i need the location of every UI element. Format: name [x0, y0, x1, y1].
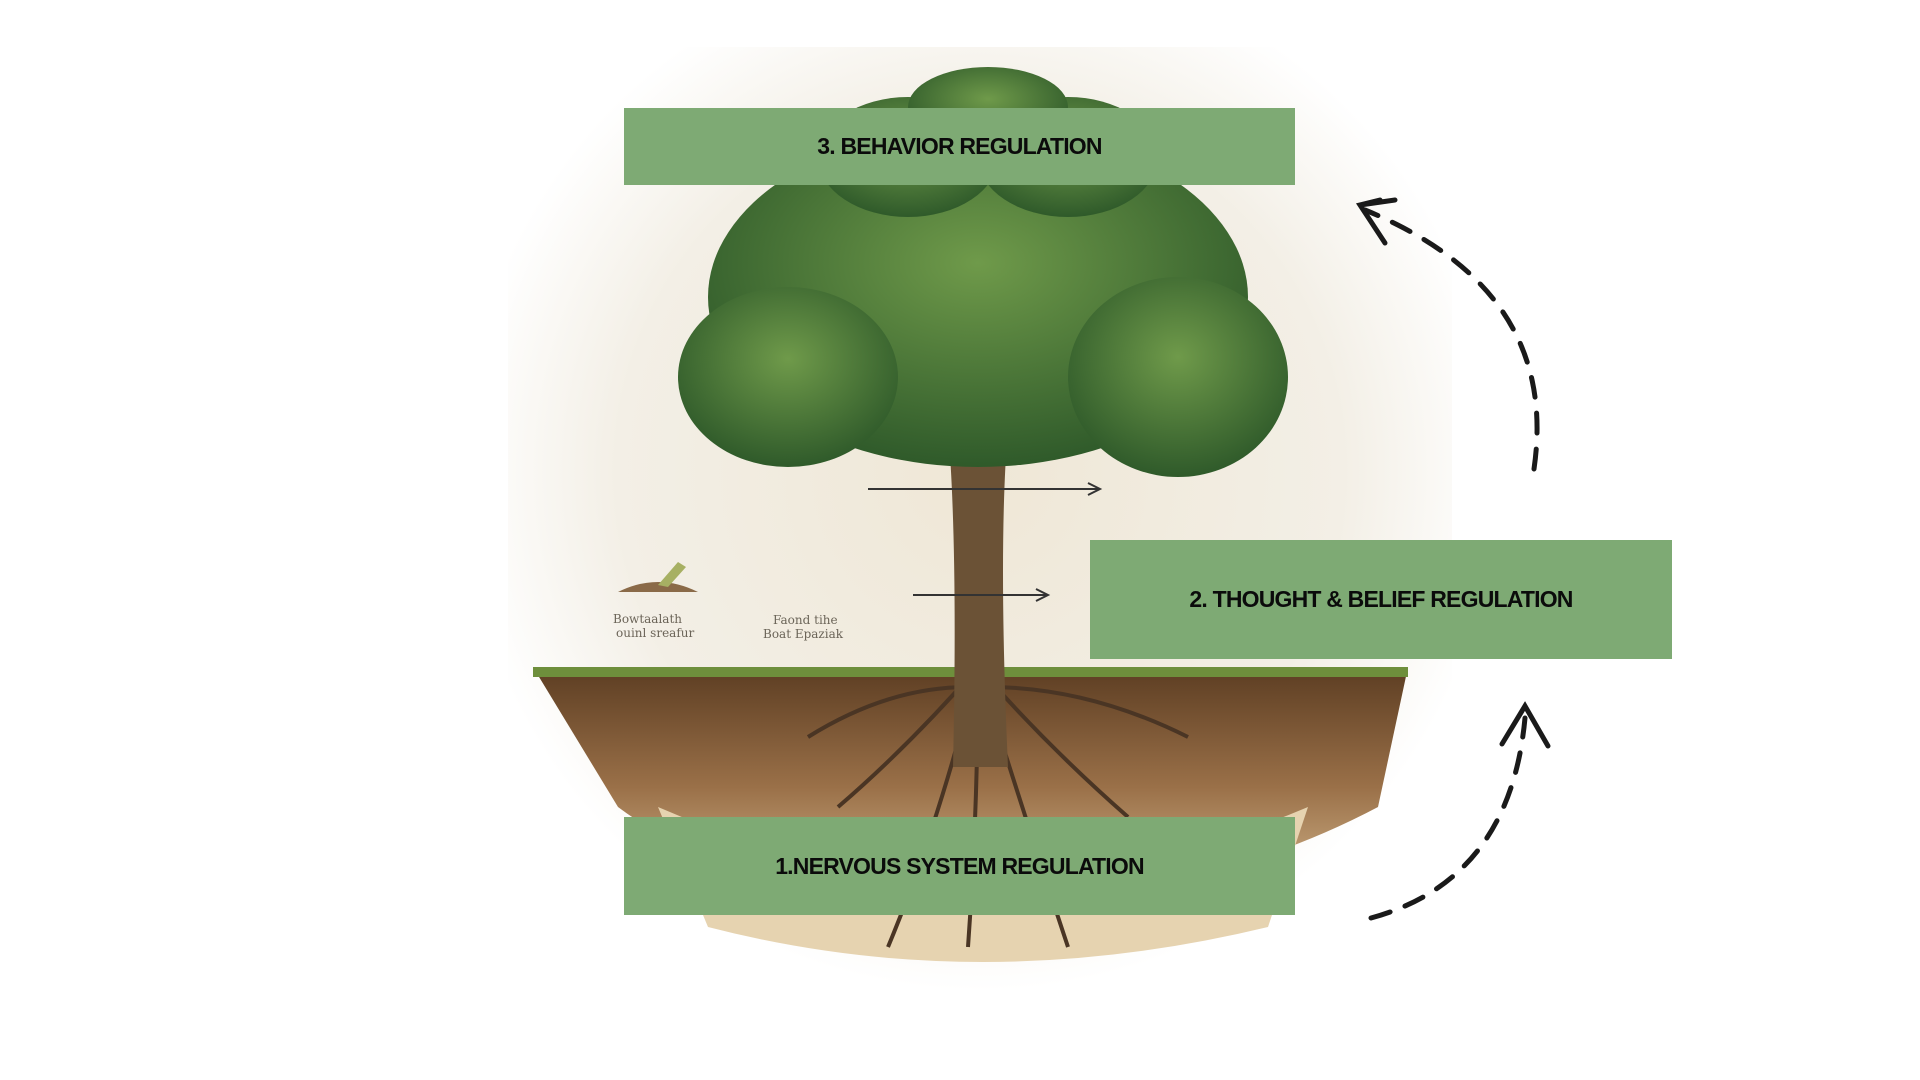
illustration-captions: Bowtaalath ouinl sreafur Faond tihe Boat…: [613, 612, 844, 641]
dashed-arrow-2-to-3: [1362, 207, 1540, 472]
canopy: [678, 67, 1288, 477]
arrowhead-bottom-icon: [1499, 701, 1551, 749]
illustration-arrows: [868, 482, 1103, 602]
svg-text:Faond tihe: Faond tihe: [773, 613, 838, 627]
behavior-regulation-box: 3. BEHAVIOR REGULATION: [624, 108, 1295, 185]
svg-text:Bowtaalath: Bowtaalath: [613, 612, 682, 626]
dashed-arrow-1-to-2: [1368, 715, 1528, 921]
thought-belief-regulation-label: 2. THOUGHT & BELIEF REGULATION: [1189, 586, 1573, 612]
nervous-system-regulation-box: 1.NERVOUS SYSTEM REGULATION: [624, 817, 1295, 915]
arrowhead-top-icon: [1355, 197, 1398, 246]
thought-belief-regulation-box: 2. THOUGHT & BELIEF REGULATION: [1090, 540, 1672, 659]
behavior-regulation-label: 3. BEHAVIOR REGULATION: [817, 133, 1102, 159]
svg-text:ouinl sreafur: ouinl sreafur: [616, 626, 694, 640]
nervous-system-regulation-label: 1.NERVOUS SYSTEM REGULATION: [775, 852, 1144, 879]
trunk: [948, 427, 1008, 767]
svg-text:Boat Epaziak: Boat Epaziak: [763, 627, 844, 641]
